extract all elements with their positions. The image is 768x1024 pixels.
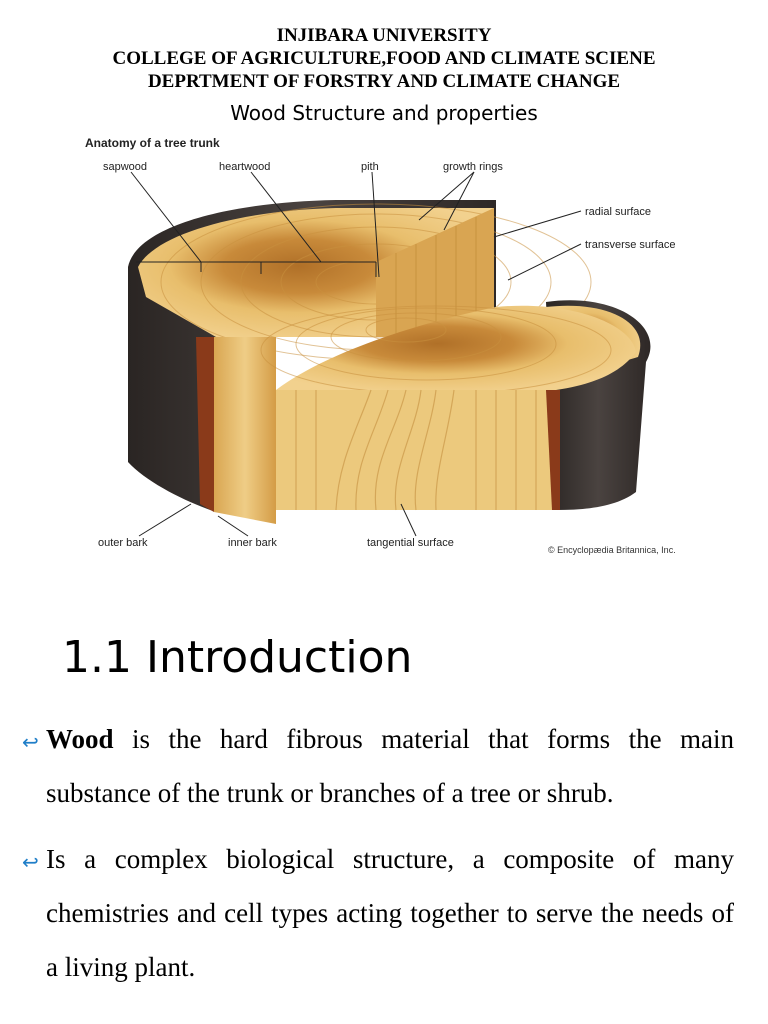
university-name: INJIBARA UNIVERSITY (0, 24, 768, 47)
curl-bullet-icon: ↩ (22, 850, 42, 874)
list-item: ↩Wood is the hard fibrous material that … (22, 712, 734, 820)
institution-header: INJIBARA UNIVERSITY COLLEGE OF AGRICULTU… (0, 24, 768, 93)
document-subtitle: Wood Structure and properties (0, 101, 768, 125)
bullet-text: Is a complex biological structure, a com… (46, 844, 734, 982)
sapwood-side (214, 337, 276, 524)
label-radial-surface: radial surface (585, 206, 651, 218)
department-name: DEPRTMENT OF FORSTRY AND CLIMATE CHANGE (0, 70, 768, 93)
list-item: ↩Is a complex biological structure, a co… (22, 832, 734, 994)
curl-bullet-icon: ↩ (22, 730, 42, 754)
label-sapwood: sapwood (103, 161, 147, 173)
tangential-surface-face (276, 390, 556, 510)
figure-credit: © Encyclopædia Britannica, Inc. (548, 545, 676, 555)
tree-trunk-figure: Anatomy of a tree trunk (76, 132, 712, 560)
label-heartwood: heartwood (219, 161, 270, 173)
bullet-term: Wood (46, 724, 114, 754)
label-transverse-surface: transverse surface (585, 239, 675, 251)
label-inner-bark: inner bark (228, 537, 277, 549)
bullet-list: ↩Wood is the hard fibrous material that … (22, 712, 734, 1006)
section-title: 1.1 Introduction (62, 632, 412, 683)
label-pith: pith (361, 161, 379, 173)
bullet-text: is the hard fibrous material that forms … (46, 724, 734, 808)
label-growth-rings: growth rings (443, 161, 503, 173)
label-outer-bark: outer bark (98, 537, 148, 549)
tree-trunk-illustration: Anatomy of a tree trunk (76, 132, 712, 560)
figure-title: Anatomy of a tree trunk (85, 136, 220, 150)
college-name: COLLEGE OF AGRICULTURE,FOOD AND CLIMATE … (0, 47, 768, 70)
label-tangential-surface: tangential surface (367, 537, 454, 549)
